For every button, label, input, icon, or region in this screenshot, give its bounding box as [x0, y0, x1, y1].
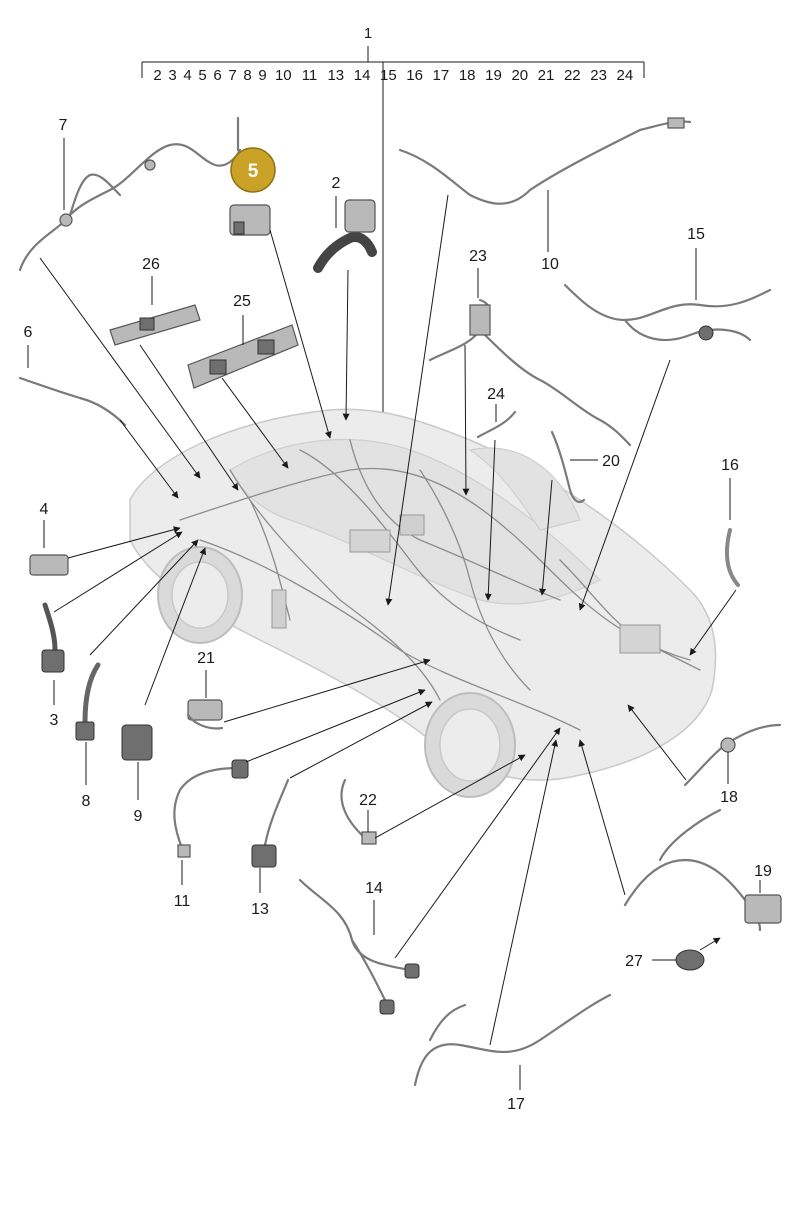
sub-part-number[interactable]: 6 [213, 67, 221, 84]
part-15-harness [563, 283, 772, 342]
part-19-harness [623, 808, 782, 932]
callout-5-highlight[interactable]: 5 [230, 147, 276, 193]
callout-20[interactable]: 20 [602, 453, 620, 470]
part-25-bracket [187, 324, 299, 389]
callout-10[interactable]: 10 [541, 256, 559, 273]
callout-24[interactable]: 24 [487, 386, 505, 403]
callout-19[interactable]: 19 [754, 863, 772, 880]
part-3-sensor [41, 602, 65, 673]
part-21-connector [186, 699, 224, 730]
sub-part-number[interactable]: 13 [327, 67, 344, 84]
part-16-hose [724, 528, 740, 587]
part-2-hose [313, 199, 377, 273]
callout-11[interactable]: 11 [174, 893, 191, 910]
callout-9[interactable]: 9 [134, 808, 143, 825]
part-8-sensor [75, 662, 101, 741]
callout-23[interactable]: 23 [469, 248, 487, 265]
part-27-component [675, 949, 705, 971]
part-4-sensor [29, 554, 69, 576]
callout-15[interactable]: 15 [687, 226, 705, 243]
sub-part-number[interactable]: 19 [485, 67, 502, 84]
callout-22[interactable]: 22 [359, 792, 377, 809]
callout-3[interactable]: 3 [50, 712, 59, 729]
part-24-wire [476, 410, 517, 439]
callout-7[interactable]: 7 [59, 117, 68, 134]
callout-16[interactable]: 16 [721, 457, 739, 474]
callout-labels: 7 2 10 26 25 23 15 6 24 20 16 4 21 3 8 9… [24, 117, 772, 1113]
sub-part-number[interactable]: 16 [406, 67, 423, 84]
part-13-sensor [251, 778, 290, 868]
part-18-harness [683, 723, 782, 787]
part-14-harness [298, 878, 420, 1015]
part-7-harness [18, 143, 242, 272]
callout-21[interactable]: 21 [197, 650, 215, 667]
sub-part-number[interactable]: 14 [354, 67, 371, 84]
sub-part-number[interactable]: 9 [258, 67, 266, 84]
part-5-sensor [229, 116, 271, 236]
sub-part-number[interactable]: 23 [590, 67, 607, 84]
sub-part-number[interactable]: 4 [183, 67, 191, 84]
sub-part-number[interactable]: 11 [302, 67, 318, 84]
sub-part-number[interactable]: 5 [198, 67, 206, 84]
leader-lines [27, 138, 761, 1090]
part-9-sensor [121, 724, 153, 761]
callout-2[interactable]: 2 [332, 175, 341, 192]
sub-part-number[interactable]: 18 [459, 67, 476, 84]
part-11-harness [173, 759, 249, 858]
part-20-wire [550, 430, 586, 504]
part-23-harness [428, 298, 632, 447]
part-10-harness [398, 117, 692, 205]
callout-17[interactable]: 17 [507, 1096, 525, 1113]
callout-18[interactable]: 18 [720, 789, 738, 806]
part-6-wire [18, 376, 127, 427]
sub-part-number[interactable]: 17 [433, 67, 450, 84]
part-26-bracket [109, 304, 201, 346]
sub-part-number[interactable]: 10 [275, 67, 292, 84]
sub-part-number[interactable]: 2 [153, 67, 161, 84]
car-body [129, 408, 717, 798]
part-22-wire [340, 778, 377, 845]
main-part-number: 1 [364, 25, 372, 42]
sub-part-number[interactable]: 15 [380, 67, 397, 84]
sub-part-number[interactable]: 22 [564, 67, 581, 84]
callout-8[interactable]: 8 [82, 793, 91, 810]
callout-4[interactable]: 4 [40, 501, 49, 518]
sub-part-number[interactable]: 21 [538, 67, 555, 84]
callout-5-label: 5 [248, 161, 259, 182]
callout-6[interactable]: 6 [24, 324, 33, 341]
callout-27[interactable]: 27 [625, 953, 643, 970]
callout-26[interactable]: 26 [142, 256, 160, 273]
sub-part-number[interactable]: 24 [617, 67, 634, 84]
part-17-harness [413, 993, 612, 1087]
callout-25[interactable]: 25 [233, 293, 251, 310]
callout-14[interactable]: 14 [365, 880, 383, 897]
sub-part-number[interactable]: 3 [168, 67, 176, 84]
sub-part-number[interactable]: 20 [511, 67, 528, 84]
callout-13[interactable]: 13 [251, 901, 269, 918]
sub-part-number[interactable]: 7 [228, 67, 236, 84]
sub-part-number[interactable]: 8 [243, 67, 251, 84]
